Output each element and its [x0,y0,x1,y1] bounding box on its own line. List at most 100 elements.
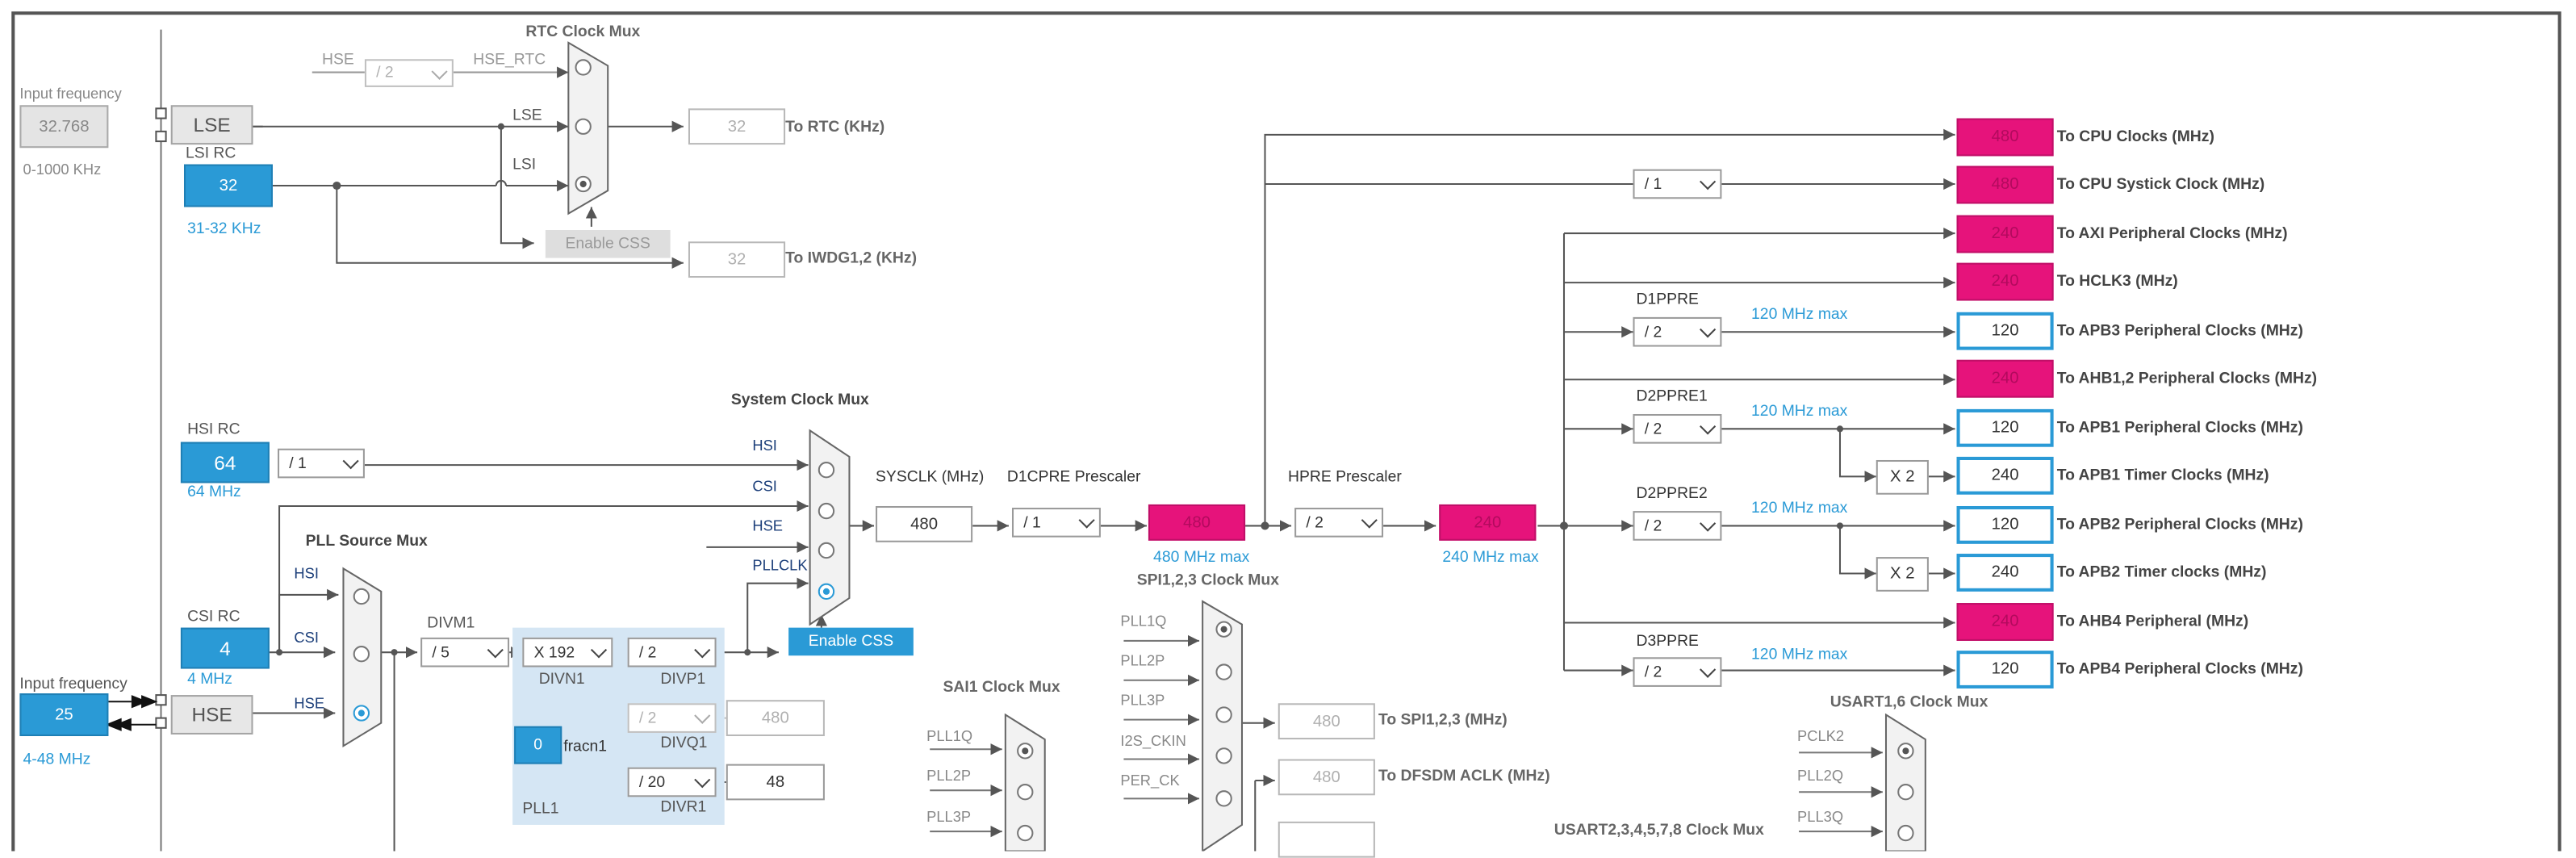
sysclk-label: SYSCLK (MHz) [876,468,985,487]
spi-mux-shape [1202,600,1244,852]
output-value-apb1: 120 [1956,408,2054,447]
d3ppre-select[interactable]: / 2 [1633,657,1722,687]
sysclk-value: 480 [876,505,973,542]
sai-mux-in1: PLL1Q [926,727,973,745]
divm1-label: DIVM1 [427,614,475,633]
sai-mux-title: SAI1 Clock Mux [943,678,1060,697]
spi-mux-radio-1[interactable] [1215,621,1232,638]
ahb-clock-value: 240 [1439,504,1537,541]
hse-range-label: 4-48 MHz [23,751,91,769]
lse-input-frequency-label: Input frequency [19,85,122,103]
output-value-apb2-timer: 240 [1956,554,2054,592]
rtc-output-value: 32 [688,108,786,145]
chevron-down-icon [1078,512,1095,529]
divp1-select[interactable]: / 2 [627,637,717,668]
spi-mux-radio-3[interactable] [1215,706,1232,723]
divq1-output-value: 480 [726,700,825,736]
output-value-ahb4: 240 [1956,603,2054,641]
hsi-value: 64 [180,442,270,483]
d2ppre2-value: / 2 [1644,517,1662,535]
rtc-mux-radio-lsi[interactable] [575,175,592,193]
sai-mux-radio-2[interactable] [1017,784,1034,801]
sai-mux-radio-3[interactable] [1017,824,1034,842]
d1cpre-value: / 1 [1023,513,1041,532]
output-label-cpu-systick: To CPU Systick Clock (MHz) [2056,175,2265,195]
usart-other-mux-title: USART2,3,4,5,7,8 Clock Mux [1554,821,1764,840]
d2ppre2-select[interactable]: / 2 [1633,511,1722,541]
output-value-cpu-systick: 480 [1956,165,2054,204]
d1cpre-label: D1CPRE Prescaler [1006,468,1141,487]
spi-mux-radio-5[interactable] [1215,790,1232,807]
usart16-mux-radio-3[interactable] [1897,824,1914,842]
systick-divider-select[interactable]: / 1 [1633,169,1722,199]
output-label-apb2: To APB2 Peripheral Clocks (MHz) [2056,516,2303,534]
d3ppre-value: / 2 [1644,663,1662,681]
output-label-hclk3: To HCLK3 (MHz) [2056,272,2178,291]
output-value-apb2: 120 [1956,505,2054,544]
systick-divider-value: / 1 [1644,174,1662,194]
system-enable-css-button[interactable]: Enable CSS [788,627,914,656]
divr1-label: DIVR1 [660,798,707,817]
sys-mux-hse-label: HSE [752,517,784,534]
csi-range-label: 4 MHz [187,670,232,688]
pll1-label: PLL1 [522,800,559,818]
divr1-output-value: 48 [726,764,825,801]
spi-mux-in3: PLL3P [1120,692,1165,709]
d2ppre1-select[interactable]: / 2 [1633,413,1722,444]
pll-mux-csi-label: CSI [294,629,319,647]
spi-output-label: To SPI1,2,3 (MHz) [1378,711,1508,730]
spi-mux-radio-4[interactable] [1215,747,1232,764]
d1cpre-select[interactable]: / 1 [1011,508,1101,538]
hsi-divider-value: / 1 [289,454,307,473]
sys-mux-radio-pllclk[interactable] [818,583,835,601]
chevron-down-icon [694,642,711,659]
output-value-ahb12: 240 [1956,359,2054,398]
hsi-range-label: 64 MHz [187,483,241,501]
hse-input-frequency-field[interactable]: 25 [19,693,109,736]
output-label-axi: To AXI Peripheral Clocks (MHz) [2056,224,2288,244]
output-label-apb4: To APB4 Peripheral Clocks (MHz) [2056,660,2303,679]
chevron-down-icon [694,707,711,724]
d2ppre1-label: D2PPRE1 [1636,387,1708,406]
usart16-mux-radio-1[interactable] [1897,743,1914,760]
rtc-mux-radio-lse[interactable] [575,118,592,135]
output-value-axi: 240 [1956,215,2054,253]
spi-mux-radio-2[interactable] [1215,663,1232,680]
divn1-value: X 192 [533,642,575,662]
hse-rtc-divider-select[interactable]: / 2 [364,59,454,87]
output-label-apb3: To APB3 Peripheral Clocks (MHz) [2056,321,2303,341]
divn1-select[interactable]: X 192 [522,637,613,668]
divn1-label: DIVN1 [538,670,585,688]
sai-mux-radio-1[interactable] [1017,743,1034,760]
divr1-select[interactable]: / 20 [627,767,717,797]
sys-mux-radio-csi[interactable] [818,502,835,520]
usart16-mux-in1: PCLK2 [1797,727,1845,745]
lse-input-frequency-field[interactable]: 32.768 [19,105,109,149]
sys-mux-radio-hsi[interactable] [818,462,835,479]
pll-source-mux-title: PLL Source Mux [305,532,428,550]
d1ppre-select[interactable]: / 2 [1633,316,1722,347]
rtc-mux-radio-hse[interactable] [575,59,592,76]
dfsdm-output-label: To DFSDM ACLK (MHz) [1378,767,1550,786]
rtc-enable-css-button[interactable]: Enable CSS [545,229,671,258]
fracn1-field[interactable]: 0 [514,726,562,764]
hpre-select[interactable]: / 2 [1294,508,1384,538]
spi-mux-title: SPI1,2,3 Clock Mux [1136,571,1279,590]
usart16-mux-radio-2[interactable] [1897,784,1914,801]
divm1-select[interactable]: / 5 [420,637,510,668]
hsi-divider-select[interactable]: / 1 [278,448,365,479]
pll-mux-radio-hsi[interactable] [353,588,370,605]
pll-mux-radio-hse[interactable] [353,705,370,722]
chevron-down-icon [1700,661,1717,678]
sys-mux-radio-hse[interactable] [818,542,835,559]
pll-mux-radio-csi[interactable] [353,646,370,663]
chevron-down-icon [1700,321,1717,338]
divq1-select[interactable]: / 2 [627,703,717,733]
lse-source-box: LSE [170,105,253,145]
output-label-apb1: To APB1 Peripheral Clocks (MHz) [2056,419,2303,437]
ahb-max-label: 240 MHz max [1442,548,1539,567]
hse-rtc-divider-value: / 2 [376,64,394,82]
divq1-label: DIVQ1 [660,734,708,753]
output-label-cpu: To CPU Clocks (MHz) [2056,128,2214,147]
